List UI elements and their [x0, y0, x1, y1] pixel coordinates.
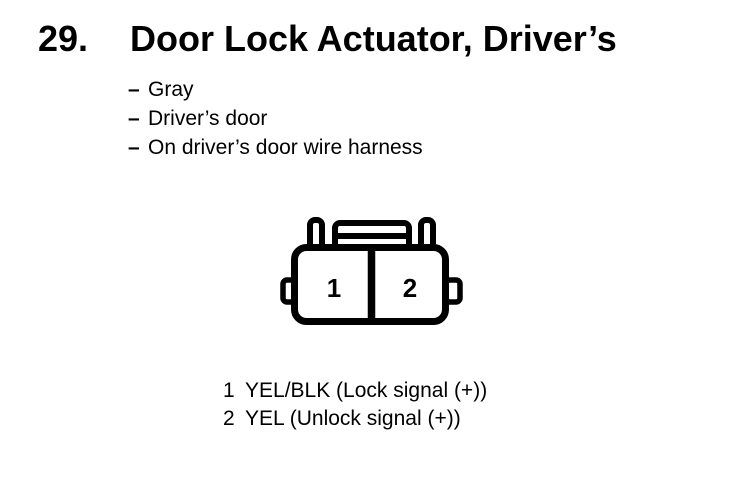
pin-number: 2: [223, 407, 235, 430]
connector-details-list: – Gray – Driver’s door – On driver’s doo…: [128, 75, 423, 162]
section-heading: 29. Door Lock Actuator, Driver’s: [38, 17, 617, 60]
detail-item-location: – Driver’s door: [128, 104, 423, 133]
detail-text: On driver’s door wire harness: [148, 136, 423, 159]
connector-diagram: 1 2: [280, 217, 463, 325]
pin-description: YEL/BLK (Lock signal (+)): [245, 379, 488, 402]
detail-text: Gray: [148, 78, 194, 101]
cavity-1-label: 1: [327, 273, 341, 303]
item-number: 29.: [38, 18, 89, 59]
pin-description: YEL (Unlock signal (+)): [245, 407, 461, 430]
pin-legend-row-2: 2 YEL (Unlock signal (+)): [223, 405, 487, 433]
page-title: Door Lock Actuator, Driver’s: [130, 18, 617, 59]
pin-number: 1: [223, 379, 235, 402]
pin-legend: 1 YEL/BLK (Lock signal (+)) 2 YEL (Unloc…: [223, 377, 487, 433]
pin-legend-row-1: 1 YEL/BLK (Lock signal (+)): [223, 377, 487, 405]
dash-bullet: –: [128, 107, 140, 130]
dash-bullet: –: [128, 78, 140, 101]
detail-item-color: – Gray: [128, 75, 423, 104]
detail-text: Driver’s door: [148, 107, 268, 130]
detail-item-harness: – On driver’s door wire harness: [128, 133, 423, 162]
cavity-2-label: 2: [403, 273, 417, 303]
dash-bullet: –: [128, 136, 140, 159]
